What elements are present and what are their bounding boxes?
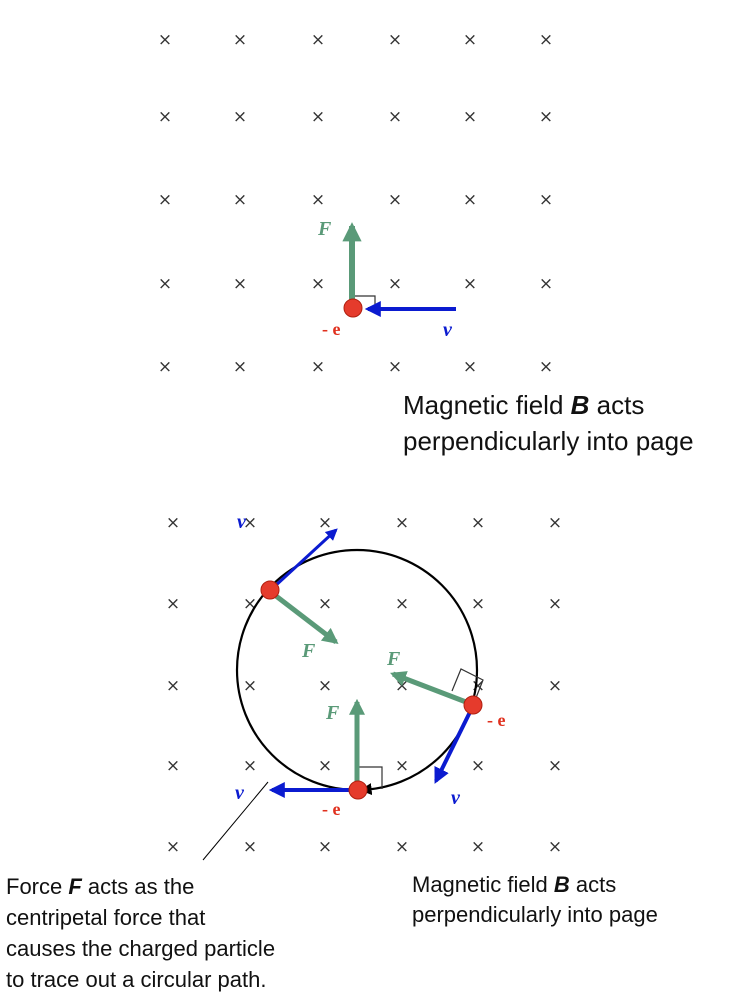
- top-caption-line2: perpendicularly into page: [403, 426, 694, 456]
- top-field-cross: ×: [463, 107, 477, 127]
- bottom-field-cross: ×: [395, 513, 409, 533]
- upper-left-charge: [260, 580, 280, 600]
- right-velocity-arrow: [434, 711, 472, 784]
- top-field-cross: ×: [388, 357, 402, 377]
- bottom-right-caption-line2: perpendicularly into page: [412, 902, 658, 927]
- bottom-field-cross: ×: [166, 837, 180, 857]
- top-field-cross: ×: [311, 107, 325, 127]
- bottom-field-grid: ××××××××××××××××××××××××××××××: [166, 513, 562, 857]
- bottom-field-cross: ×: [395, 837, 409, 857]
- upper-left-velocity-label: v: [237, 511, 247, 533]
- right-charge: [463, 695, 483, 715]
- bottom-field-cross: ×: [166, 756, 180, 776]
- bottom-field-cross: ×: [243, 676, 257, 696]
- bottom-left-caption-line3: causes the charged particle: [6, 936, 275, 961]
- bottom-field-cross: ×: [548, 513, 562, 533]
- top-panel: × × × × × × × × × × × × × × × × × × × × × × × × × × × × × × F v - e M…: [158, 30, 694, 456]
- top-field-grid: × × × × × × × × × × × × × × × × × × × × × × × × × × × × × ×: [158, 30, 553, 377]
- bottom-field-cross: ×: [471, 513, 485, 533]
- bottom-field-cross: ×: [548, 756, 562, 776]
- upper-left-velocity-arrow: [272, 528, 338, 589]
- top-field-cross: ×: [463, 274, 477, 294]
- top-field-cross: ×: [388, 30, 402, 50]
- top-field-cross: ×: [311, 30, 325, 50]
- bottom-left-caption-line4: to trace out a circular path.: [6, 967, 266, 992]
- right-side-right-angle-marker: [451, 668, 484, 704]
- right-charge-label: - e: [487, 710, 505, 730]
- bottom-field-cross: ×: [471, 756, 485, 776]
- bottom-field-cross: ×: [166, 676, 180, 696]
- bottom-field-cross: ×: [243, 513, 257, 533]
- bottom-field-cross: ×: [318, 594, 332, 614]
- bottom-velocity-label: v: [235, 782, 245, 804]
- bottom-field-cross: ×: [243, 756, 257, 776]
- top-field-cross: ×: [539, 30, 553, 50]
- top-field-cross: ×: [311, 274, 325, 294]
- top-field-cross: ×: [233, 190, 247, 210]
- bottom-field-cross: ×: [318, 837, 332, 857]
- top-charge-label: - e: [322, 319, 340, 339]
- top-field-cross: ×: [388, 190, 402, 210]
- top-field-cross: ×: [233, 30, 247, 50]
- top-field-cross: ×: [463, 30, 477, 50]
- bottom-field-cross: ×: [243, 837, 257, 857]
- right-force-arrow: [390, 671, 467, 705]
- bottom-panel: ×××××××××××××××××××××××××××××× v F v F -…: [6, 511, 658, 992]
- top-field-cross: ×: [158, 274, 172, 294]
- bottom-field-cross: ×: [548, 676, 562, 696]
- bottom-field-cross: ×: [166, 513, 180, 533]
- bottom-left-caption-line1: Force F acts as the: [6, 874, 194, 899]
- top-field-cross: ×: [539, 107, 553, 127]
- top-field-cross: ×: [233, 357, 247, 377]
- upper-left-force-arrow: [274, 594, 339, 644]
- bottom-field-cross: ×: [395, 594, 409, 614]
- bottom-field-cross: ×: [166, 594, 180, 614]
- bottom-charge-label: - e: [322, 799, 340, 819]
- caption-leader-line: [202, 781, 269, 861]
- bottom-field-cross: ×: [471, 594, 485, 614]
- upper-left-force-label: F: [301, 640, 316, 662]
- bottom-field-cross: ×: [548, 594, 562, 614]
- top-field-cross: ×: [158, 190, 172, 210]
- bottom-left-caption-line2: centripetal force that: [6, 905, 205, 930]
- top-field-cross: ×: [463, 190, 477, 210]
- top-velocity-label: v: [443, 319, 453, 341]
- top-field-cross: ×: [158, 357, 172, 377]
- bottom-field-cross: ×: [243, 594, 257, 614]
- bottom-field-cross: ×: [318, 756, 332, 776]
- top-field-cross: ×: [311, 190, 325, 210]
- top-field-cross: ×: [233, 107, 247, 127]
- bottom-field-cross: ×: [395, 756, 409, 776]
- top-field-cross: ×: [388, 274, 402, 294]
- right-force-label: F: [386, 648, 401, 670]
- top-field-cross: ×: [388, 107, 402, 127]
- top-field-cross: ×: [539, 190, 553, 210]
- right-velocity-label: v: [451, 787, 461, 809]
- bottom-right-angle-marker: [357, 766, 383, 789]
- bottom-field-cross: ×: [318, 676, 332, 696]
- bottom-field-cross: ×: [471, 837, 485, 857]
- top-charge: [343, 298, 363, 318]
- bottom-right-caption-line1: Magnetic field B acts: [412, 872, 616, 897]
- top-field-cross: ×: [539, 357, 553, 377]
- bottom-force-label: F: [325, 702, 340, 724]
- top-force-label: F: [317, 218, 332, 240]
- bottom-field-cross: ×: [548, 837, 562, 857]
- top-field-cross: ×: [158, 30, 172, 50]
- top-field-cross: ×: [233, 274, 247, 294]
- top-field-cross: ×: [311, 357, 325, 377]
- top-field-cross: ×: [539, 274, 553, 294]
- bottom-field-cross: ×: [318, 513, 332, 533]
- top-field-cross: ×: [463, 357, 477, 377]
- top-field-cross: ×: [158, 107, 172, 127]
- top-caption-line1: Magnetic field B acts: [403, 390, 644, 420]
- bottom-charge: [348, 780, 368, 800]
